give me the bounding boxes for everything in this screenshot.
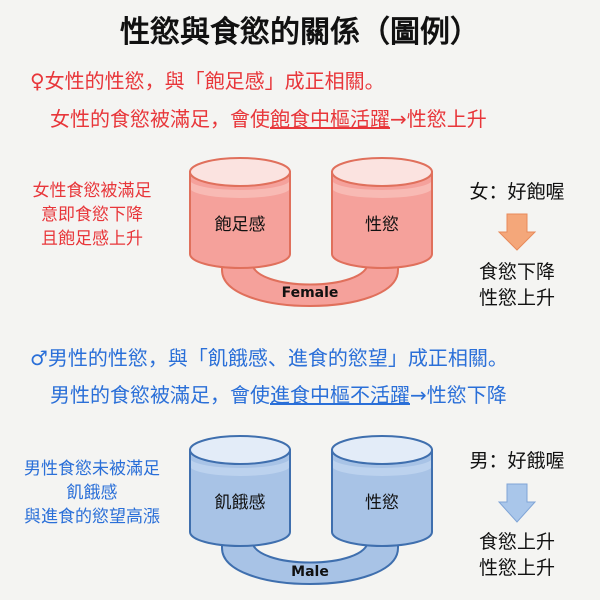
- female-tank-left-label: 飽足感: [215, 215, 266, 235]
- male-pipe: [221, 539, 399, 585]
- male-explanation: 男性的食慾被滿足，會使進食中樞不活躍→性慾下降: [50, 383, 507, 407]
- female-note-line: 女性食慾被滿足: [33, 181, 152, 201]
- female-result-line: 食慾下降: [479, 261, 555, 283]
- male-pipe-label: Male: [291, 564, 329, 580]
- male-result-line: 性慾上升: [479, 557, 555, 579]
- male-heading: ♂男性的性慾，與「飢餓感、進食的慾望」成正相關。: [30, 346, 508, 370]
- female-tank-left: 飽足感: [189, 157, 291, 269]
- down-arrow-icon: [497, 213, 537, 251]
- female-tank-right-label: 性慾: [365, 215, 399, 235]
- female-note-line: 意即食慾下降: [41, 205, 143, 225]
- male-tank-left-label: 飢餓感: [215, 493, 266, 513]
- male-tank-left: 飢餓感: [189, 435, 291, 547]
- male-note-line: 男性食慾未被滿足: [24, 459, 160, 479]
- male-result-line: 食慾上升: [479, 531, 555, 553]
- female-explanation: 女性的食慾被滿足，會使飽食中樞活躍→性慾上升: [50, 107, 487, 131]
- down-arrow-icon: [497, 483, 537, 523]
- female-heading: ♀女性的性慾，與「飽足感」成正相關。: [30, 69, 385, 93]
- male-right-title: 男：好餓喔: [469, 450, 564, 472]
- female-pipe: [221, 261, 399, 307]
- female-note-line: 且飽足感上升: [41, 229, 143, 249]
- female-section: ♀女性的性慾，與「飽足感」成正相關。 女性的食慾被滿足，會使飽食中樞活躍→性慾上…: [30, 69, 565, 309]
- female-pipe-label: Female: [282, 285, 339, 301]
- male-tank-right: 性慾: [331, 435, 433, 547]
- male-tank-right-label: 性慾: [365, 493, 399, 513]
- page-title: 性慾與食慾的關係（圖例）: [120, 15, 480, 50]
- male-note-line: 與進食的慾望高漲: [24, 507, 160, 527]
- male-note-line: 飢餓感: [67, 483, 118, 503]
- female-right-title: 女：好飽喔: [469, 181, 564, 203]
- female-result-line: 性慾上升: [479, 287, 555, 309]
- female-tank-right: 性慾: [331, 157, 433, 269]
- male-section: ♂男性的性慾，與「飢餓感、進食的慾望」成正相關。 男性的食慾被滿足，會使進食中樞…: [24, 346, 565, 585]
